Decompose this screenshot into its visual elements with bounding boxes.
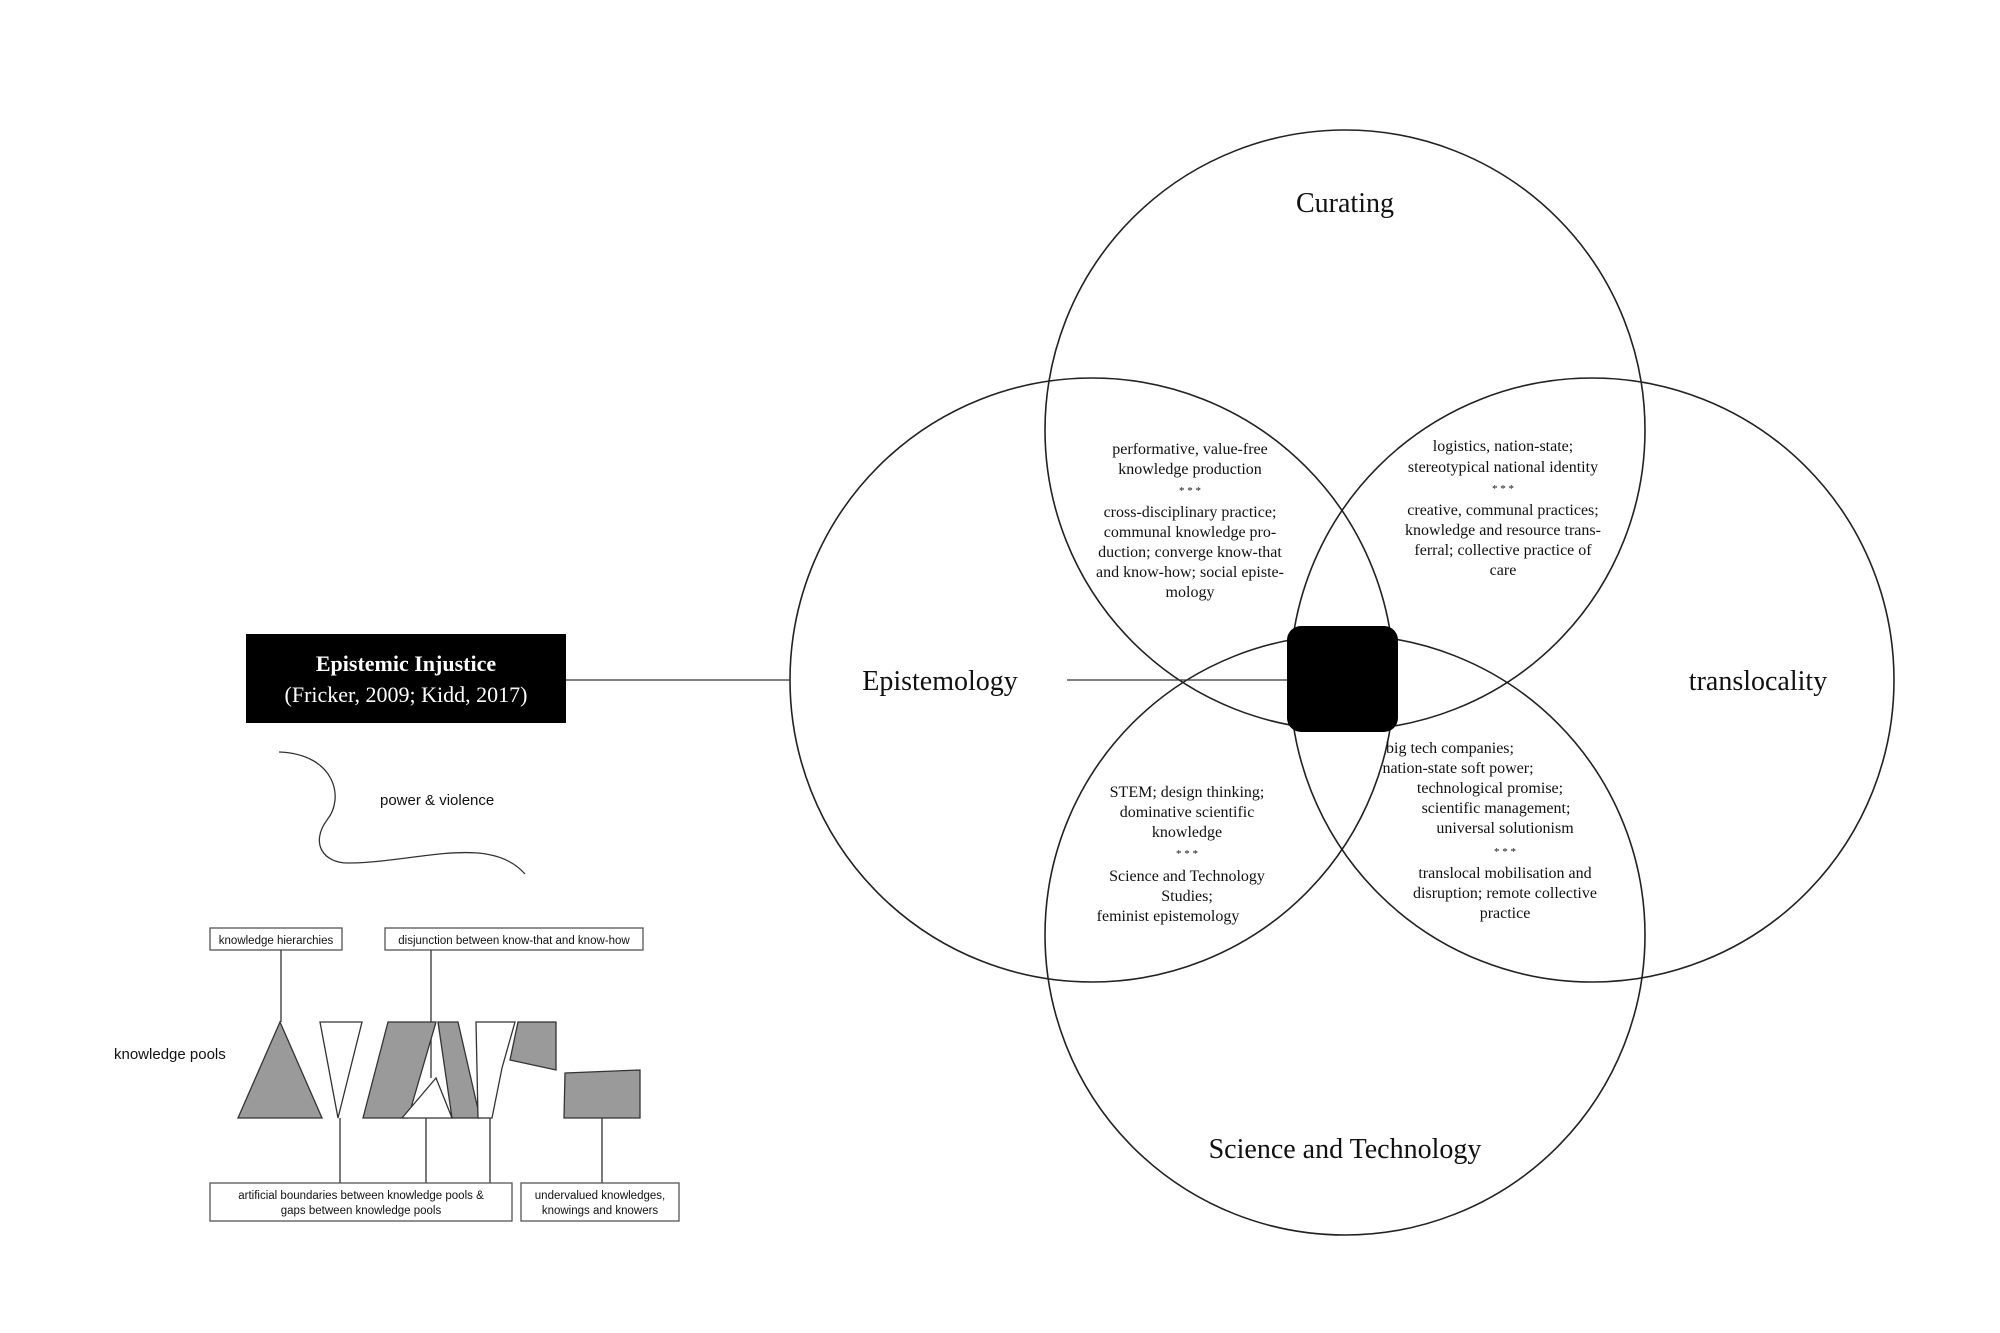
translocality-label: translocality — [1689, 666, 1827, 697]
injustice-citation: (Fricker, 2009; Kidd, 2017) — [285, 682, 528, 707]
overlap-curating-epistemology: performative, value-free knowledge produ… — [1096, 441, 1284, 601]
power-violence-squiggle — [278, 751, 526, 875]
overlap-line: ferral; collective practice of — [1414, 542, 1592, 559]
artificial-boundaries-box — [209, 1182, 513, 1222]
pool-small-triangle — [400, 1076, 453, 1119]
undervalued-line: undervalued knowledges, — [535, 1190, 665, 1202]
overlap-line: big tech companies; — [1386, 740, 1514, 757]
overlap-epistemology-science: STEM; design thinking; dominative scient… — [1097, 784, 1265, 925]
pool-parallelogram — [362, 1021, 437, 1119]
overlap-curating-translocality: logistics, nation-state; stereotypical n… — [1405, 438, 1601, 579]
overlap-line: technological promise; — [1417, 780, 1563, 797]
science-technology-label: Science and Technology — [1209, 1134, 1482, 1165]
injustice-title: Epistemic Injustice — [316, 651, 497, 676]
overlap-line: creative, communal practices; — [1407, 502, 1598, 519]
overlap-line: knowledge — [1152, 824, 1222, 841]
overlap-line: mology — [1166, 584, 1215, 601]
curating-label: Curating — [1296, 188, 1394, 219]
overlap-line: scientific management; — [1422, 800, 1571, 817]
overlap-line: cross-disciplinary practice; — [1104, 504, 1277, 521]
overlap-line: knowledge production — [1118, 461, 1262, 478]
separator-stars: * * * — [1494, 846, 1516, 858]
separator-stars: * * * — [1176, 848, 1198, 860]
overlap-line: care — [1490, 562, 1517, 579]
overlap-line: performative, value-free — [1112, 441, 1267, 458]
undervalued-line: knowings and knowers — [542, 1205, 659, 1217]
overlap-line: and know-how; social episte- — [1096, 564, 1284, 581]
separator-stars: * * * — [1179, 485, 1201, 497]
overlap-line: feminist epistemology — [1097, 908, 1240, 925]
disjunction-box — [384, 927, 644, 951]
overlap-line: duction; converge know-that — [1098, 544, 1282, 561]
artificial-boundaries-line: artificial boundaries between knowledge … — [238, 1190, 484, 1202]
overlap-line: logistics, nation-state; — [1433, 438, 1573, 455]
separator-stars: * * * — [1492, 483, 1514, 495]
epistemic-injustice-box: Epistemic Injustice (Fricker, 2009; Kidd… — [246, 634, 566, 723]
knowledge-hierarchies-label: knowledge hierarchies — [219, 935, 334, 947]
overlap-line: knowledge and resource trans- — [1405, 522, 1601, 539]
knowledge-hierarchies-box — [209, 927, 343, 951]
overlap-line: STEM; design thinking; — [1110, 784, 1265, 801]
pool-gray-notch — [509, 1021, 557, 1071]
power-violence-label: power & violence — [380, 792, 494, 809]
center-intersection — [1287, 626, 1398, 732]
overlap-line: translocal mobilisation and — [1418, 865, 1591, 882]
overlap-line: Studies; — [1161, 888, 1213, 905]
artificial-boundaries-line: gaps between knowledge pools — [281, 1205, 442, 1217]
overlap-line: practice — [1480, 905, 1531, 922]
knowledge-pools-label: knowledge pools — [114, 1046, 226, 1063]
undervalued-box — [520, 1182, 680, 1222]
overlap-line: nation-state soft power; — [1382, 760, 1533, 777]
overlap-line: communal knowledge pro- — [1104, 524, 1276, 541]
overlap-translocality-science: big tech companies; nation-state soft po… — [1382, 740, 1597, 922]
pool-box — [563, 1069, 641, 1119]
pool-inverted-triangle — [319, 1021, 363, 1119]
overlap-line: universal solutionism — [1436, 820, 1574, 837]
overlap-line: Science and Technology — [1109, 868, 1265, 885]
pool-white-irregular — [475, 1021, 516, 1119]
epistemology-label: Epistemology — [862, 666, 1018, 697]
injustice-background — [246, 634, 566, 723]
overlap-line: stereotypical national identity — [1408, 459, 1598, 476]
overlap-line: disruption; remote collective — [1413, 885, 1597, 902]
disjunction-label: disjunction between know-that and know-h… — [398, 935, 630, 947]
pool-triangle — [237, 1020, 323, 1119]
overlap-line: dominative scientific — [1120, 804, 1255, 821]
